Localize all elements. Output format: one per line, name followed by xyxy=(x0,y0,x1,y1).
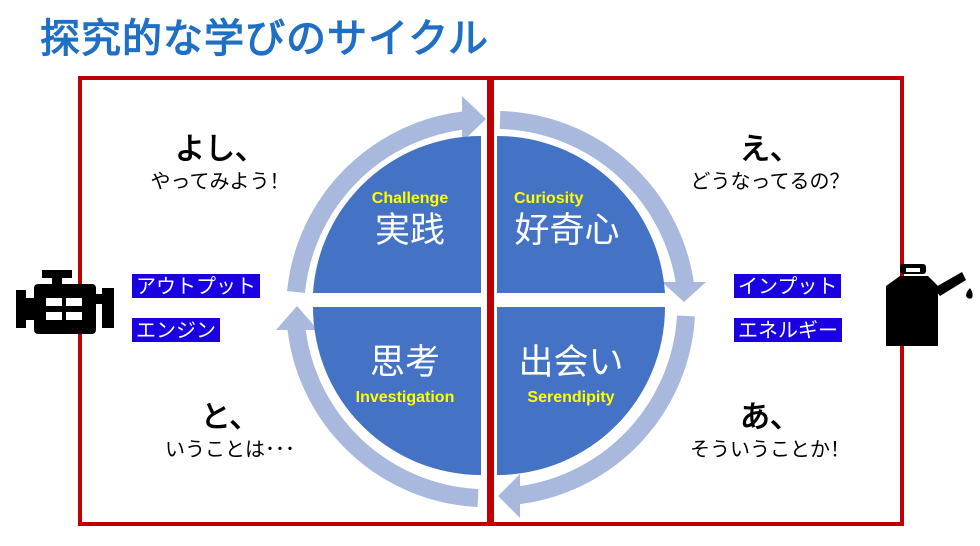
ring-arrowhead-top-right xyxy=(662,282,706,302)
fuel-can-icon xyxy=(886,264,973,346)
ring-arrowhead-bottom-left xyxy=(276,306,318,330)
ring-arrow-top-left xyxy=(287,111,469,293)
speech-top-right: え、 どうなってるの？ xyxy=(660,132,880,194)
speech-bottom-left-line2: いうことは･･･ xyxy=(165,437,295,461)
quadrant-top-right xyxy=(497,135,665,293)
ring-arrowhead-bottom-right xyxy=(498,474,520,518)
speech-top-left: よし、 やってみよう！ xyxy=(120,132,320,194)
quadrant-bottom-right xyxy=(497,307,665,475)
speech-top-left-line1: よし、 xyxy=(175,132,265,167)
speech-bottom-right-line2: そういうことか！ xyxy=(690,437,850,461)
speech-top-left-line2: やってみよう！ xyxy=(150,169,290,193)
label-jissen: 実践 xyxy=(374,211,445,251)
speech-bottom-left-line1: と、 xyxy=(200,400,260,435)
page-title: 探究的な学びのサイクル xyxy=(40,16,489,62)
tag-input: インプット xyxy=(734,274,842,298)
speech-bottom-left: と、 いうことは･･･ xyxy=(130,400,330,462)
speech-bottom-right: あ、 そういうことか！ xyxy=(660,400,880,462)
label-shikou: 思考 xyxy=(369,343,440,383)
tag-engine: エンジン xyxy=(132,318,220,342)
label-challenge: Challenge xyxy=(371,190,449,207)
tag-output: アウトプット xyxy=(132,274,260,298)
speech-top-right-line1: え、 xyxy=(740,132,800,167)
quadrant-top-right-label: Curiosity 好奇心 xyxy=(500,190,620,249)
ring-arrow-bottom-right xyxy=(511,315,695,505)
speech-bottom-right-line1: あ、 xyxy=(740,400,800,435)
quadrant-bottom-left-label: 思考 Investigation xyxy=(330,346,480,407)
ring-arrowhead-top-left xyxy=(462,96,486,142)
label-curiosity: Curiosity xyxy=(514,190,584,207)
ring-arrow-bottom-left xyxy=(287,323,479,507)
ring-arrow-top-right xyxy=(499,111,695,293)
quadrant-bottom-right-label: 出会い Serendipity xyxy=(506,346,636,407)
quadrant-bottom-left xyxy=(313,307,481,475)
label-koukishin: 好奇心 xyxy=(514,211,620,251)
label-investigation: Investigation xyxy=(355,389,455,406)
engine-icon xyxy=(16,270,114,334)
label-deai: 出会い xyxy=(518,343,624,383)
quadrant-top-left-label: Challenge 実践 xyxy=(340,190,480,249)
label-serendipity: Serendipity xyxy=(527,389,615,406)
quadrant-top-left xyxy=(313,135,481,293)
tag-energy: エネルギー xyxy=(734,318,842,342)
speech-top-right-line2: どうなってるの？ xyxy=(690,169,850,193)
